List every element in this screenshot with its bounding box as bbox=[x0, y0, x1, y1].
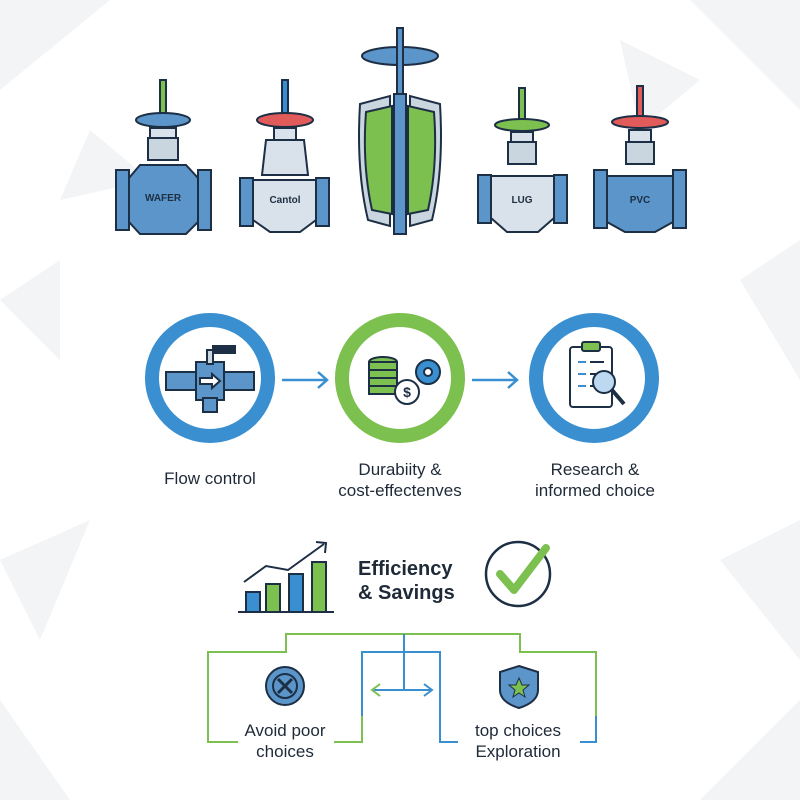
valve-butterfly-icon bbox=[358, 27, 442, 235]
valve-label-cantol: Cantol bbox=[269, 195, 300, 206]
x-circle-icon bbox=[265, 666, 305, 706]
valve-cantol-icon: Cantol bbox=[239, 79, 330, 233]
step-label-durability: Durabiity & cost-effectenves bbox=[338, 460, 462, 500]
branch-connectors bbox=[207, 633, 597, 716]
flow-arrow-2 bbox=[472, 371, 519, 389]
valve-pvc-icon: PVC bbox=[593, 85, 687, 233]
growth-chart-icon bbox=[238, 541, 334, 613]
flow-arrow-1 bbox=[282, 371, 329, 389]
branch-label-explore: top choices Exploration bbox=[475, 721, 561, 761]
valve-wafer-icon: WAFER bbox=[115, 79, 212, 235]
shield-star-icon bbox=[499, 664, 539, 710]
step-ring-durability bbox=[335, 313, 465, 443]
right-box-border bbox=[439, 716, 458, 743]
valve-lug-icon: LUG bbox=[477, 87, 568, 233]
outcome-title: Efficiency & Savings bbox=[358, 558, 455, 604]
svg-text:$: $ bbox=[403, 384, 411, 400]
coins-gear-icon: $ bbox=[368, 356, 441, 405]
valve-label-lug: LUG bbox=[511, 195, 532, 206]
step-label-research: Research & informed choice bbox=[534, 460, 655, 500]
valve-pipe-icon bbox=[165, 345, 255, 413]
valve-label-wafer: WAFER bbox=[145, 193, 182, 204]
check-circle-icon bbox=[484, 540, 552, 608]
left-box-border bbox=[207, 716, 238, 743]
step-label-flow: Flow control bbox=[164, 469, 256, 488]
valve-label-pvc: PVC bbox=[630, 195, 651, 206]
branch-label-avoid: Avoid poor choices bbox=[244, 721, 326, 761]
clipboard-magnifier-icon bbox=[569, 341, 626, 408]
